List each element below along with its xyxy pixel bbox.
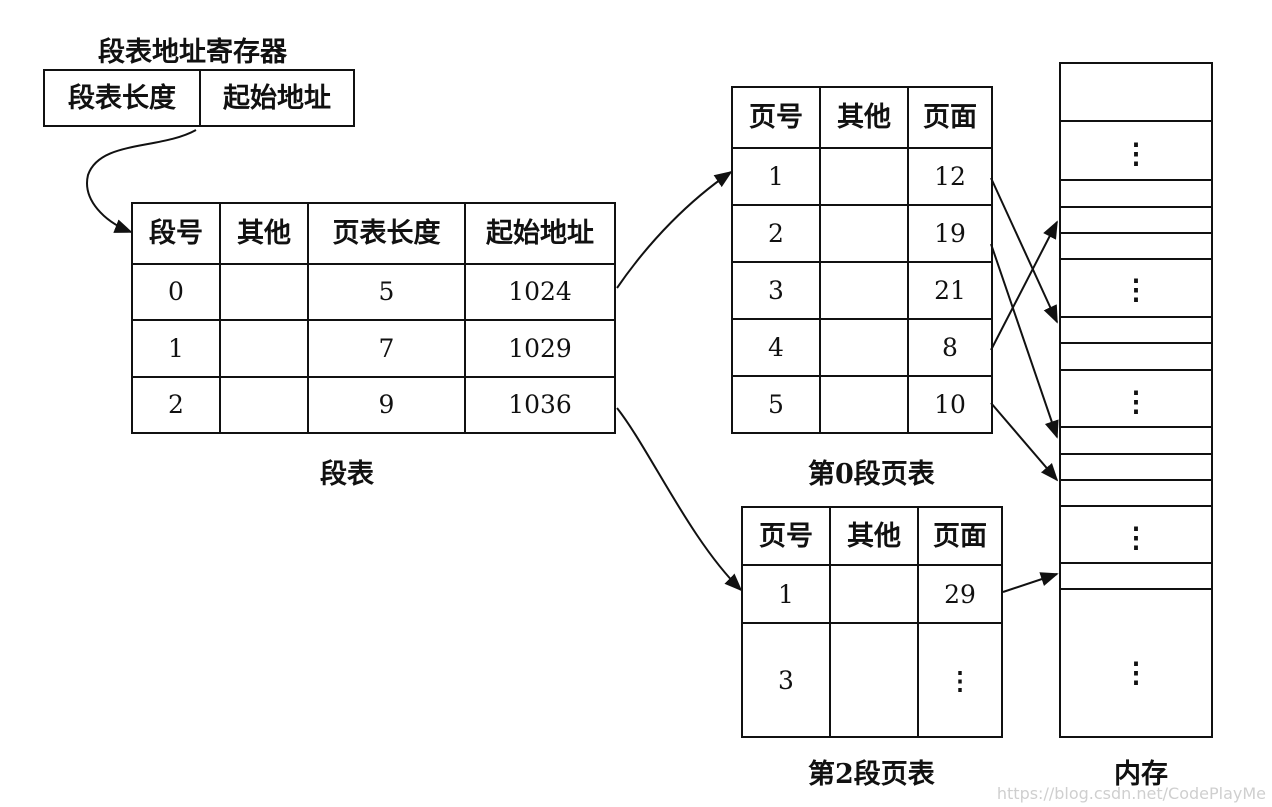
pt0-header-other: 其他 — [819, 85, 909, 150]
memory-frame-line — [1061, 179, 1211, 181]
register-title: 段表地址寄存器 — [98, 37, 287, 68]
pt0-cell: 12 — [907, 147, 993, 207]
memory-caption: 内存 — [1114, 759, 1168, 790]
memory-ellipsis: ⋮ — [1122, 385, 1150, 418]
seg-cell: 5 — [307, 262, 466, 322]
seg-cell — [219, 262, 309, 322]
pt0-cell: 8 — [907, 318, 993, 377]
seg-cell — [219, 375, 309, 435]
memory-frame-line — [1061, 562, 1211, 564]
seg-cell — [219, 319, 309, 378]
pt0-cell: 3 — [731, 261, 821, 321]
memory-block: ⋮ ⋮ ⋮ ⋮ ⋮ — [1059, 62, 1213, 738]
arrow-page29-to-memory — [1002, 572, 1059, 593]
pt0-cell — [819, 261, 909, 321]
memory-frame-line — [1061, 232, 1211, 234]
seg-cell: 7 — [307, 319, 466, 378]
memory-frame-line — [1061, 316, 1211, 318]
register-start-address-cell: 起始地址 — [199, 69, 355, 127]
pt0-cell: 19 — [907, 204, 993, 264]
seg-header-other: 其他 — [219, 202, 309, 265]
pt2-cell: 1 — [741, 564, 831, 624]
arrow-seg0-to-page-table-0 — [616, 170, 733, 289]
arrow-page19-to-memory — [990, 243, 1059, 439]
page-table-2-caption: 第2段页表 — [808, 759, 935, 790]
pt0-cell — [819, 204, 909, 264]
seg-header-no: 段号 — [131, 202, 221, 265]
seg-cell: 9 — [307, 375, 466, 435]
seg-cell: 2 — [131, 375, 221, 435]
table-row: 1 12 — [731, 147, 993, 207]
table-row: 2 9 1036 — [131, 375, 616, 435]
pt0-cell — [819, 147, 909, 207]
memory-frame-line — [1061, 453, 1211, 455]
pt0-cell: 21 — [907, 261, 993, 321]
seg-cell: 1029 — [464, 319, 616, 378]
table-row: 5 10 — [731, 374, 993, 435]
page-table-0: 页号 其他 页面 1 12 2 19 3 21 4 8 5 10 — [731, 85, 993, 435]
memory-frame-line — [1061, 426, 1211, 428]
table-row: 3 ⋮ — [741, 622, 1003, 738]
arrow-page12-to-memory — [990, 177, 1058, 324]
seg-cell: 1 — [131, 319, 221, 378]
segment-table: 段号 其他 页表长度 起始地址 0 5 1024 1 7 1029 2 9 10… — [131, 202, 616, 435]
seg-header-start-address: 起始地址 — [464, 202, 616, 265]
pt0-header-page-no: 页号 — [731, 85, 821, 150]
memory-ellipsis: ⋮ — [1122, 137, 1150, 170]
pt0-cell: 4 — [731, 318, 821, 377]
arrow-page8-to-memory — [990, 220, 1058, 351]
memory-frame-line — [1061, 479, 1211, 481]
seg-cell: 1024 — [464, 262, 616, 322]
page-table-2: 页号 其他 页面 1 29 3 ⋮ — [741, 506, 1003, 738]
table-row: 1 7 1029 — [131, 319, 616, 378]
memory-frame-line — [1061, 369, 1211, 371]
memory-frame-line — [1061, 588, 1211, 590]
pt0-cell: 5 — [731, 374, 821, 435]
memory-frame-line — [1061, 505, 1211, 507]
segment-table-caption: 段表 — [320, 459, 374, 490]
arrow-register-to-segment-table — [86, 129, 197, 233]
pt0-header-frame: 页面 — [907, 85, 993, 150]
arrow-seg2-to-page-table-2 — [616, 407, 743, 592]
arrow-page10-to-memory — [990, 402, 1059, 482]
table-row: 1 29 — [741, 564, 1003, 624]
pt2-cell — [829, 622, 919, 738]
watermark: https://blog.csdn.net/CodePlayMe — [996, 784, 1266, 803]
memory-ellipsis: ⋮ — [1122, 521, 1150, 554]
pt2-header-frame: 页面 — [917, 506, 1003, 566]
table-row: 4 8 — [731, 318, 993, 377]
seg-cell: 1036 — [464, 375, 616, 435]
memory-ellipsis: ⋮ — [1122, 273, 1150, 306]
memory-frame-line — [1061, 120, 1211, 122]
pt2-cell: 29 — [917, 564, 1003, 624]
pt2-cell: 3 — [741, 622, 831, 738]
memory-frame-line — [1061, 258, 1211, 260]
pt0-cell — [819, 318, 909, 377]
seg-cell: 0 — [131, 262, 221, 322]
register-length-cell: 段表长度 — [43, 69, 201, 127]
pt0-cell — [819, 374, 909, 435]
table-row: 0 5 1024 — [131, 262, 616, 322]
pt0-cell: 2 — [731, 204, 821, 264]
memory-ellipsis: ⋮ — [1122, 656, 1150, 689]
pt2-header-page-no: 页号 — [741, 506, 831, 566]
page-table-0-caption: 第0段页表 — [808, 459, 935, 490]
memory-frame-line — [1061, 206, 1211, 208]
memory-frame-line — [1061, 342, 1211, 344]
pt2-cell — [829, 564, 919, 624]
pt0-cell: 1 — [731, 147, 821, 207]
table-row: 3 21 — [731, 261, 993, 321]
segment-table-register: 段表长度 起始地址 — [43, 69, 355, 127]
table-row: 2 19 — [731, 204, 993, 264]
pt2-cell: ⋮ — [917, 622, 1003, 738]
pt2-header-other: 其他 — [829, 506, 919, 566]
seg-header-page-table-length: 页表长度 — [307, 202, 466, 265]
